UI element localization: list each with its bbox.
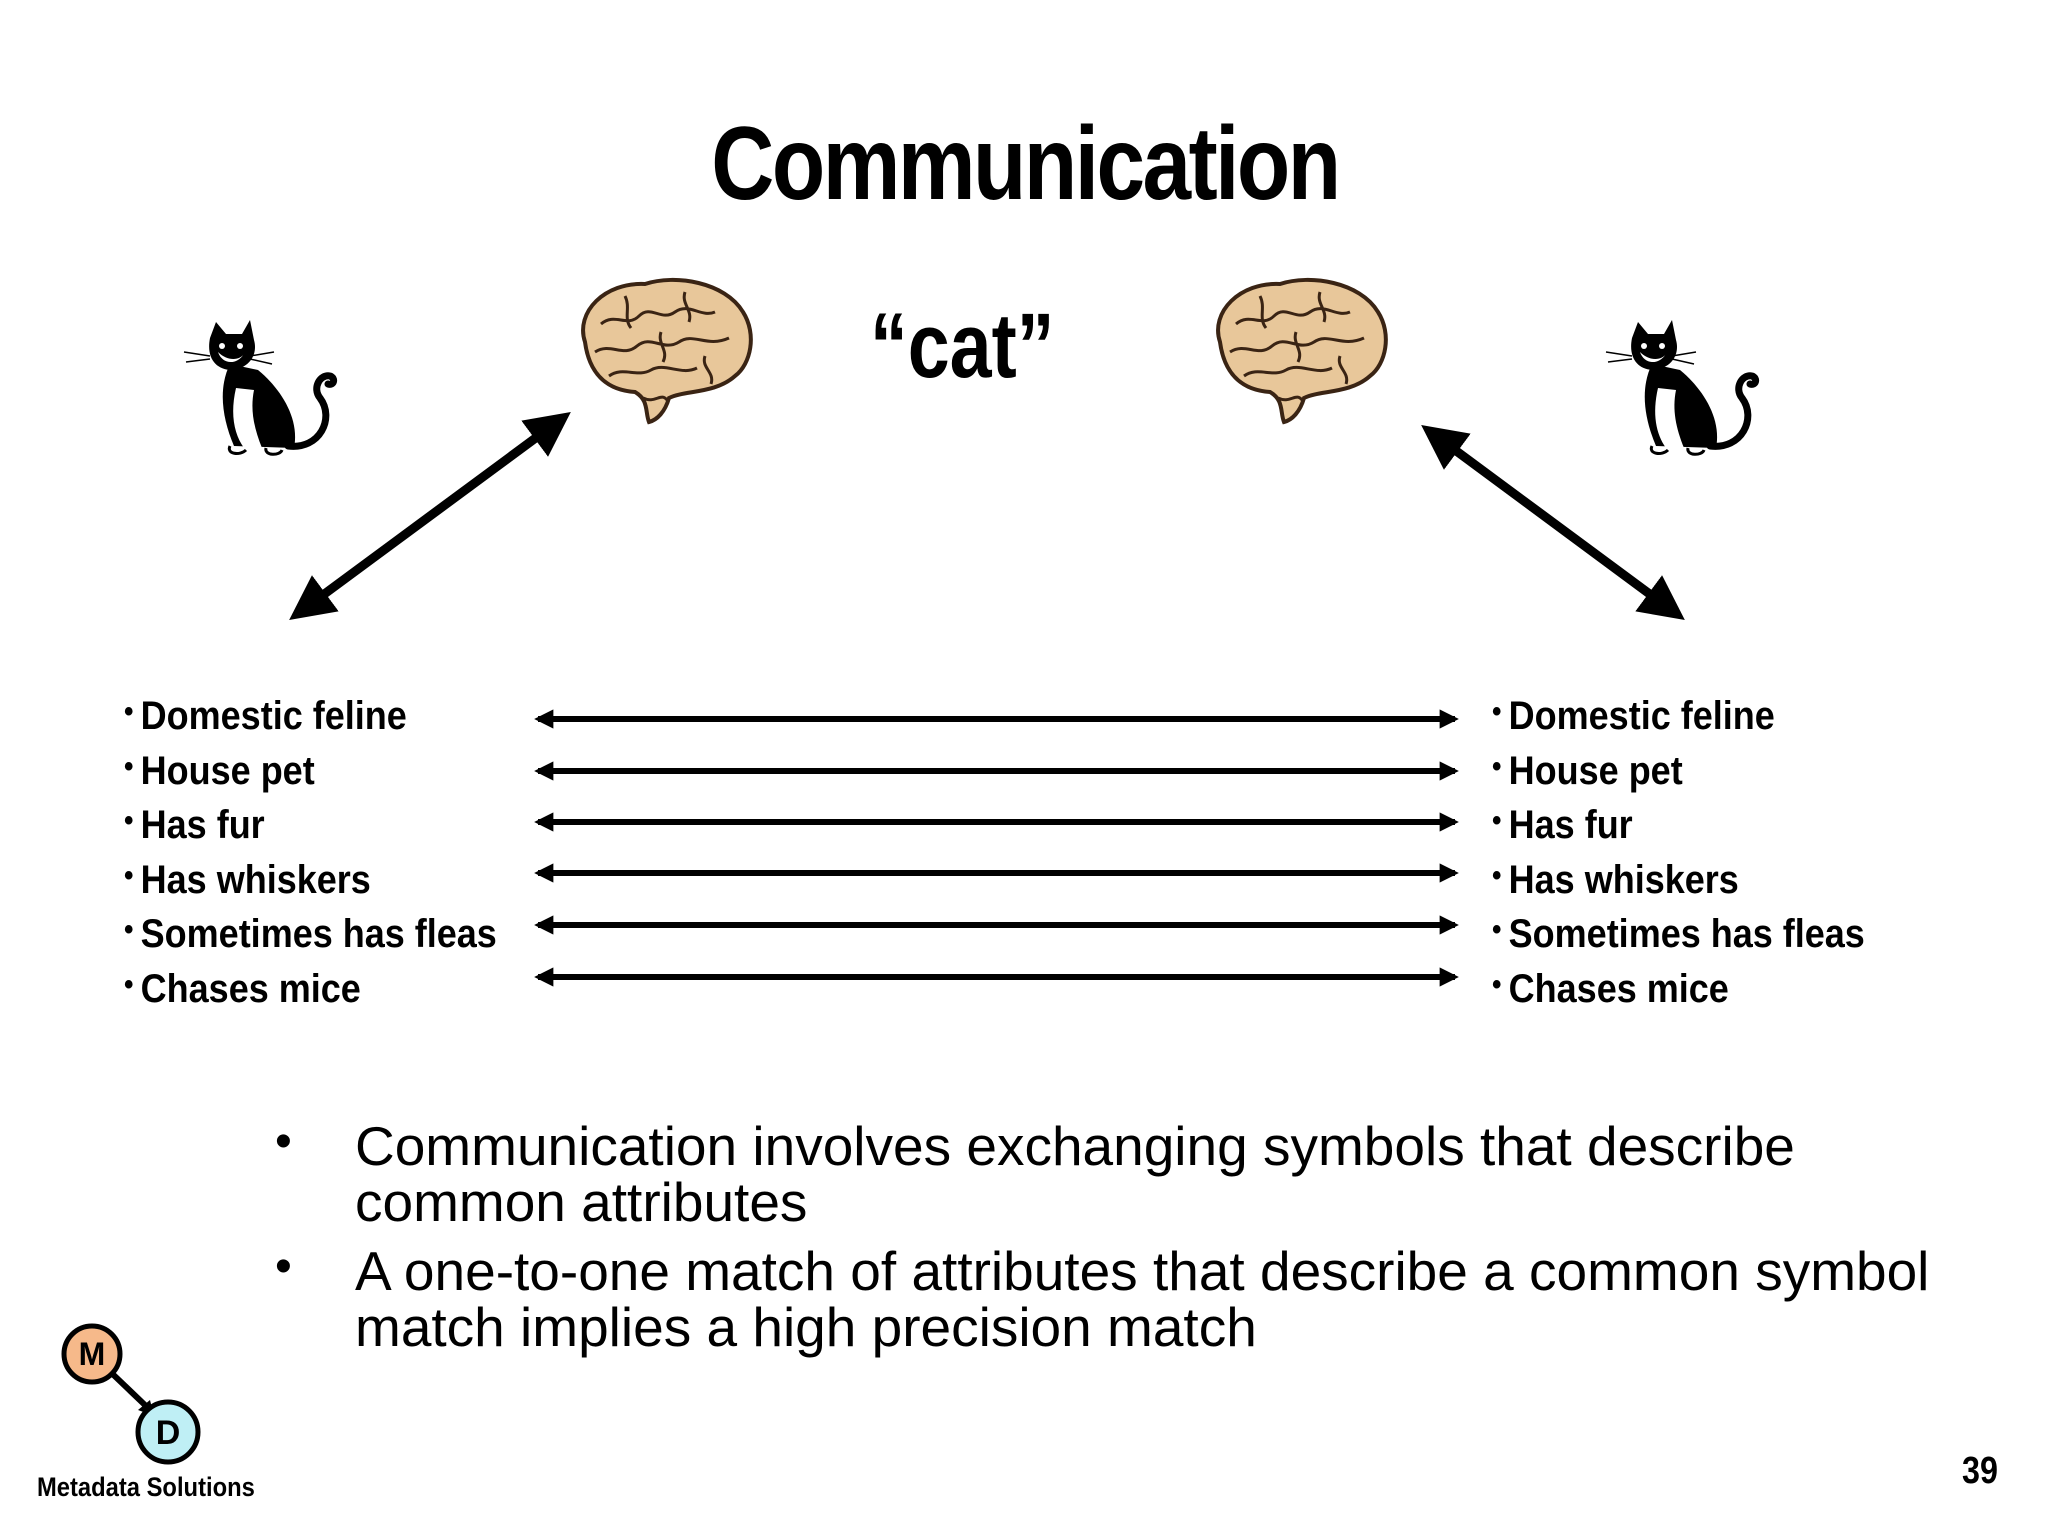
brain-icon (581, 277, 753, 425)
attribute-item: •Chases mice (1492, 966, 1729, 1011)
brain-to-attributes-arrow (1421, 424, 1685, 621)
brain-icon (1216, 277, 1388, 425)
attribute-item: •Has fur (1492, 803, 1633, 848)
logo-node-d (135, 1399, 201, 1465)
attribute-item: •Chases mice (124, 966, 361, 1011)
attribute-item: •Domestic feline (124, 694, 407, 738)
attribute-item: •Sometimes has fleas (124, 912, 497, 957)
attribute-item: •Has whiskers (1492, 857, 1739, 902)
symbol-word: “cat” (870, 295, 1055, 397)
brain-to-attributes-arrow (289, 411, 571, 621)
logo-node-m (61, 1323, 123, 1385)
slide-title: Communication (711, 106, 1341, 222)
attribute-item: •House pet (124, 748, 315, 793)
logo-text: Metadata Solutions (37, 1472, 255, 1502)
svg-text:D: D (156, 1414, 181, 1452)
attribute-item: •House pet (1492, 748, 1683, 793)
attribute-item: •Has fur (124, 803, 265, 848)
right-attribute-list: •Domestic feline •House pet •Has fur •Ha… (1492, 685, 1906, 1013)
metadata-solutions-logo: M D (61, 1323, 201, 1465)
attribute-item: •Sometimes has fleas (1492, 912, 1865, 957)
svg-text:M: M (79, 1336, 106, 1372)
bullet-item: •Communication involves exchanging symbo… (275, 1115, 1795, 1233)
summary-bullets: •Communication involves exchanging symbo… (270, 1115, 1955, 1368)
bullet-item: •A one-to-one match of attributes that d… (275, 1240, 1930, 1358)
attribute-item: •Domestic feline (1492, 694, 1775, 738)
page-number: 39 (1962, 1450, 1998, 1492)
attribute-item: •Has whiskers (124, 857, 371, 902)
left-attribute-list: •Domestic feline •House pet •Has fur •Ha… (124, 685, 538, 1013)
